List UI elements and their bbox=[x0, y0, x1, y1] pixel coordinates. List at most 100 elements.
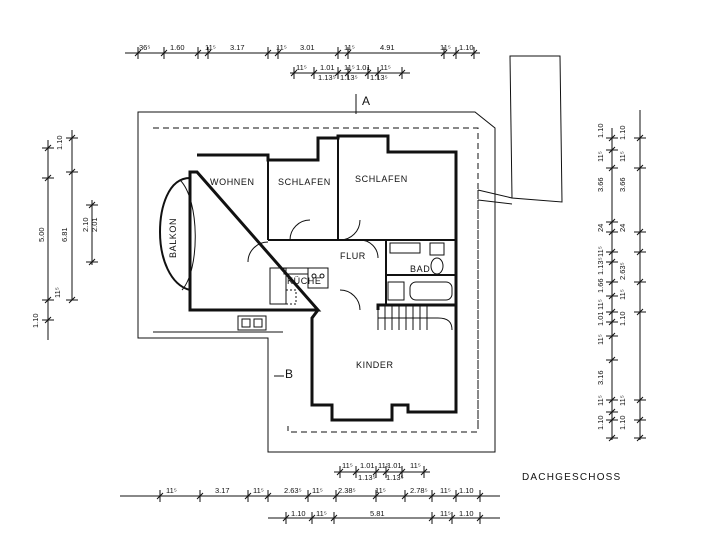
dim-top2-0: 11⁵ bbox=[296, 63, 307, 72]
dim-line-right-tick bbox=[606, 248, 618, 256]
dim-line-bottom2-tick bbox=[476, 512, 484, 524]
dim-line-right-outer-tick bbox=[634, 228, 646, 236]
dim-right-17: 2.63⁵ bbox=[618, 262, 627, 280]
bath-walls bbox=[385, 240, 456, 305]
dim-bottom2-2: 5.81 bbox=[370, 509, 385, 518]
dim-right-5: 1.13⁵ bbox=[596, 257, 605, 275]
dim-line-right-tick bbox=[606, 218, 618, 226]
dim-right-3: 24 bbox=[596, 224, 605, 232]
kitchen-stove bbox=[307, 267, 329, 289]
dim-line-top-tick bbox=[470, 47, 478, 59]
dim-bottom-3: 2.63⁵ bbox=[284, 486, 302, 495]
dim-line-bottom-tick bbox=[244, 490, 252, 502]
roof-outline bbox=[137, 111, 496, 453]
dim-bottom2-3: 11⁵ bbox=[440, 509, 451, 518]
dim-left-1: 5.00 bbox=[37, 227, 46, 242]
dim-top2-5: 1.13⁵ bbox=[318, 73, 336, 82]
dim-line-right-outer-tick bbox=[634, 134, 646, 142]
dim-line-bottom-inner-tick bbox=[372, 466, 380, 478]
dim-line-right-tick bbox=[606, 134, 618, 142]
room-label-flur: FLUR bbox=[340, 251, 366, 261]
dim-line-left-outer-tick bbox=[42, 296, 54, 304]
dim-line-bottom2-tick bbox=[448, 512, 456, 524]
dim-line-top2-tick bbox=[374, 67, 382, 79]
dim-line-top2-tick bbox=[398, 67, 406, 79]
dim-line-right-tick bbox=[606, 164, 618, 172]
dimensions-left: 1.10 5.00 6.81 2.10 2.01 1.10 11⁵ bbox=[31, 135, 99, 328]
dimensions-bottom-inner: 11⁵ 1.01 11⁵ 1.01 11⁵ 1.13⁵ 1.13⁵ bbox=[342, 461, 421, 482]
dim-left-4: 2.01 bbox=[90, 217, 99, 232]
dim-right-8: 1.01 bbox=[596, 311, 605, 326]
kitchen-counter-left bbox=[269, 267, 287, 305]
balkon-curve bbox=[158, 177, 191, 291]
dim-line-top2-tick bbox=[334, 67, 342, 79]
dim-bottom-5: 2.38⁵ bbox=[338, 486, 356, 495]
room-label-wohnen: WOHNEN bbox=[210, 177, 255, 187]
dim-line-top2-tick bbox=[364, 67, 372, 79]
plan-linework bbox=[42, 47, 646, 524]
fixture-box bbox=[237, 315, 267, 331]
room-label-schlafen-1: SCHLAFEN bbox=[278, 177, 331, 187]
room-label-kueche: KÜCHE bbox=[287, 276, 322, 286]
dim-line-right-tick bbox=[606, 146, 618, 154]
dim-bottom-4: 11⁵ bbox=[312, 486, 323, 495]
dim-left-0: 1.10 bbox=[55, 135, 64, 150]
dim-top-2: 11⁵ bbox=[205, 43, 216, 52]
dim-bottom-inner-2: 11⁵ bbox=[378, 461, 389, 470]
dim-line-right-tick bbox=[606, 258, 618, 266]
section-marker-b: B bbox=[285, 367, 293, 381]
dim-top2-7: 1.13⁵ bbox=[370, 73, 388, 82]
dim-top-4: 11⁵ bbox=[276, 43, 287, 52]
dim-line-bottom-tick bbox=[304, 490, 312, 502]
dim-bottom-2: 11⁵ bbox=[253, 486, 264, 495]
dim-line-bottom-inner-tick bbox=[352, 466, 360, 478]
bath-toilet-tank bbox=[429, 242, 445, 256]
dim-line-bottom-tick bbox=[476, 490, 484, 502]
dim-line-top-tick bbox=[204, 47, 212, 59]
door-arc-wohnen bbox=[247, 241, 269, 263]
dim-bottom2-4: 1.10 bbox=[459, 509, 474, 518]
dim-right-6: 1.66 bbox=[596, 278, 605, 293]
section-marker-a: A bbox=[362, 94, 370, 108]
dim-line-right-tick bbox=[606, 396, 618, 404]
dim-line-right-tick bbox=[606, 416, 618, 424]
kitchen-cabinet bbox=[285, 289, 297, 305]
dim-top2-3: 1.01 bbox=[356, 63, 371, 72]
dim-line-left-mid-tick bbox=[66, 168, 78, 176]
dim-bottom-7: 2.78⁵ bbox=[410, 486, 428, 495]
dim-bottom-inner-0: 11⁵ bbox=[342, 461, 353, 470]
dimensions-bottom-secondary: 1.10 11⁵ 5.81 11⁵ 1.10 bbox=[291, 509, 474, 518]
dim-line-bottom-tick bbox=[332, 490, 340, 502]
dim-line-bottom-tick bbox=[196, 490, 204, 502]
dim-line-top-tick bbox=[274, 47, 282, 59]
kinder-walls bbox=[310, 305, 458, 422]
dim-line-top-tick bbox=[452, 47, 460, 59]
dim-top2-1: 1.01 bbox=[320, 63, 335, 72]
dim-right-4: 11⁵ bbox=[596, 246, 605, 257]
dim-top-5: 3.01 bbox=[300, 43, 315, 52]
dim-line-left-outer-tick bbox=[42, 316, 54, 324]
dim-line-right-outer-tick bbox=[634, 248, 646, 256]
dim-right-18: 11⁵ bbox=[618, 289, 627, 300]
dim-right-14: 11⁵ bbox=[618, 151, 627, 162]
dim-line-right-outer-tick bbox=[634, 416, 646, 424]
dim-line-bottom-tick bbox=[401, 490, 409, 502]
dim-right-12: 1.10 bbox=[596, 415, 605, 430]
dim-line-right-tick bbox=[606, 228, 618, 236]
dim-right-20: 11⁵ bbox=[618, 395, 627, 406]
dim-line-bottom-tick bbox=[264, 490, 272, 502]
dim-line-right-tick bbox=[606, 308, 618, 316]
dim-right-2: 3.66 bbox=[596, 177, 605, 192]
dim-top2-2: 11⁵ bbox=[344, 63, 355, 72]
dim-line-right-outer-tick bbox=[634, 434, 646, 442]
dim-line-top2-tick bbox=[344, 67, 352, 79]
dim-right-21: 1.10 bbox=[618, 415, 627, 430]
dim-top-8: 11⁵ bbox=[440, 43, 451, 52]
dim-line-bottom-inner-tick bbox=[420, 466, 428, 478]
dim-line-top-tick bbox=[334, 47, 342, 59]
dim-right-7: 11⁵ bbox=[596, 299, 605, 310]
dim-line-left-inner-tick bbox=[86, 258, 98, 266]
dim-line-bottom-tick bbox=[156, 490, 164, 502]
dim-right-1: 11⁵ bbox=[596, 151, 605, 162]
